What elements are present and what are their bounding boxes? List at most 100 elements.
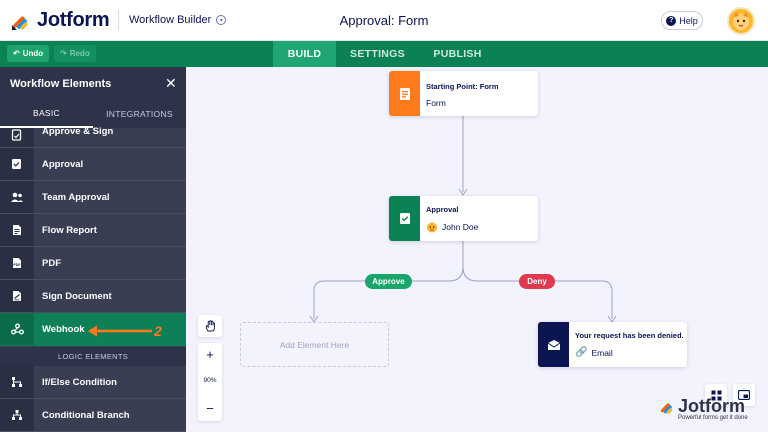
brand-name: Jotform xyxy=(37,9,110,31)
form-icon xyxy=(399,87,410,100)
webhook-icon xyxy=(10,323,24,335)
sidebar-item-approve-sign[interactable]: Approve & Sign xyxy=(0,126,186,148)
sidebar-icon-cell xyxy=(0,128,34,147)
node-title: Approval xyxy=(426,205,459,214)
minimap-button[interactable] xyxy=(733,384,755,406)
undo-icon: ↶ xyxy=(13,49,20,58)
callout-number: 2 xyxy=(154,323,162,339)
sidebar-item-label: PDF xyxy=(42,257,61,269)
tab-basic[interactable]: BASIC xyxy=(0,100,93,128)
node-subtitle: Email xyxy=(591,347,613,358)
deny-branch-label[interactable]: Deny xyxy=(519,274,555,289)
sidebar-item-label: Sign Document xyxy=(42,290,112,302)
callout-arrow xyxy=(88,325,152,337)
start-node-icon-cell xyxy=(389,71,420,116)
sidebar-item-label: Approval xyxy=(42,158,84,170)
grid-layout-icon xyxy=(711,390,721,400)
zoom-out-button[interactable]: − xyxy=(206,400,214,416)
sidebar-item-flow-report[interactable]: Flow Report xyxy=(0,214,186,247)
approval-icon xyxy=(12,159,21,169)
sidebar-icon-cell: PDF xyxy=(0,247,34,279)
denied-email-node[interactable]: Your request has been denied. 🔗 Email xyxy=(538,322,687,367)
report-icon xyxy=(13,225,21,235)
page-title: Approval: Form xyxy=(339,13,429,28)
redo-label: Redo xyxy=(69,49,90,58)
sign-document-icon xyxy=(13,291,21,301)
add-element-placeholder[interactable]: Add Element Here xyxy=(240,322,389,367)
tab-publish[interactable]: PUBLISH xyxy=(433,48,482,60)
assignee-name: John Doe xyxy=(442,222,479,232)
sidebar-item-if-else[interactable]: If/Else Condition xyxy=(0,366,186,399)
layout-button[interactable] xyxy=(705,384,727,406)
node-title: Your request has been denied. xyxy=(575,331,684,340)
workflow-builder-label: Workflow Builder xyxy=(129,14,212,26)
sidebar-item-label: Team Approval xyxy=(42,191,110,203)
sidebar-item-label: If/Else Condition xyxy=(42,376,117,388)
sidebar-item-label: Conditional Branch xyxy=(42,409,130,421)
help-icon: ? xyxy=(666,15,677,26)
tab-integrations[interactable]: INTEGRATIONS xyxy=(106,109,173,119)
email-icon xyxy=(547,339,560,350)
svg-text:PDF: PDF xyxy=(13,263,21,267)
close-icon[interactable]: ✕ xyxy=(165,75,177,91)
watermark-brand: Jotform xyxy=(678,396,745,416)
header-divider xyxy=(118,10,119,30)
help-button[interactable]: ? Help xyxy=(661,11,703,30)
workflow-builder-menu[interactable]: Workflow Builder ▾ xyxy=(129,14,227,26)
approval-icon xyxy=(399,213,410,224)
sidebar-item-sign-document[interactable]: Sign Document xyxy=(0,280,186,313)
jotform-logo-icon xyxy=(12,15,28,30)
avatar-face-icon xyxy=(733,12,749,30)
sidebar-icon-cell xyxy=(0,313,34,345)
pan-hand-button[interactable] xyxy=(198,315,222,337)
app-header: Jotform Workflow Builder ▾ Approval: For… xyxy=(0,0,768,41)
minimap-icon xyxy=(738,390,750,400)
tab-build[interactable]: BUILD xyxy=(273,41,336,67)
approval-node-icon-cell xyxy=(389,196,420,241)
undo-button[interactable]: ↶ Undo xyxy=(7,45,50,62)
sidebar-icon-cell xyxy=(0,280,34,312)
builder-toolbar: ↶ Undo ↷ Redo BUILD SETTINGS PUBLISH xyxy=(0,41,768,67)
redo-icon: ↷ xyxy=(60,49,67,58)
sidebar-item-label: Approve & Sign xyxy=(42,126,114,137)
start-node[interactable]: Starting Point: Form Form xyxy=(389,71,538,116)
avatar[interactable] xyxy=(727,7,755,35)
zoom-controls: + 90% − xyxy=(198,343,222,421)
sidebar-item-approval[interactable]: Approval xyxy=(0,148,186,181)
zoom-level: 90% xyxy=(203,376,217,384)
node-subtitle: Form xyxy=(426,98,446,108)
link-icon: 🔗 xyxy=(575,347,588,358)
email-node-icon-cell xyxy=(538,322,569,367)
panel-header: Workflow Elements ✕ xyxy=(0,67,186,100)
zoom-in-button[interactable]: + xyxy=(206,346,214,362)
jotform-watermark-icon xyxy=(660,403,673,414)
help-label: Help xyxy=(679,15,698,26)
hand-icon xyxy=(205,320,215,332)
flow-connectors xyxy=(309,116,617,323)
node-assignee: John Doe xyxy=(426,221,478,233)
panel-tabs: BASIC INTEGRATIONS xyxy=(0,100,186,128)
approve-branch-label[interactable]: Approve xyxy=(365,274,412,289)
undo-label: Undo xyxy=(22,49,44,58)
sidebar-item-team-approval[interactable]: Team Approval xyxy=(0,181,186,214)
panel-title: Workflow Elements xyxy=(10,78,112,90)
logic-elements-section: LOGIC ELEMENTS xyxy=(0,347,186,366)
jotform-logo[interactable]: Jotform xyxy=(10,9,110,32)
redo-button[interactable]: ↷ Redo xyxy=(54,45,96,62)
sidebar-icon-cell xyxy=(0,148,34,180)
node-title: Starting Point: Form xyxy=(426,82,499,91)
if-else-icon xyxy=(12,377,22,387)
sidebar-icon-cell xyxy=(0,366,34,398)
sidebar-icon-cell xyxy=(0,214,34,246)
approval-node[interactable]: Approval John Doe xyxy=(389,196,538,241)
sidebar-item-pdf[interactable]: PDF PDF xyxy=(0,247,186,280)
pdf-icon: PDF xyxy=(13,258,21,268)
tab-settings[interactable]: SETTINGS xyxy=(350,48,405,60)
workflow-elements-panel: Workflow Elements ✕ BASIC INTEGRATIONS A… xyxy=(0,67,186,432)
sidebar-item-label: Flow Report xyxy=(42,224,97,236)
branch-icon xyxy=(12,410,22,420)
sidebar-item-conditional-branch[interactable]: Conditional Branch xyxy=(0,399,186,432)
team-icon xyxy=(11,192,23,202)
sidebar-item-label: Webhook xyxy=(42,323,85,335)
node-subtitle-row: 🔗 Email xyxy=(575,347,613,358)
